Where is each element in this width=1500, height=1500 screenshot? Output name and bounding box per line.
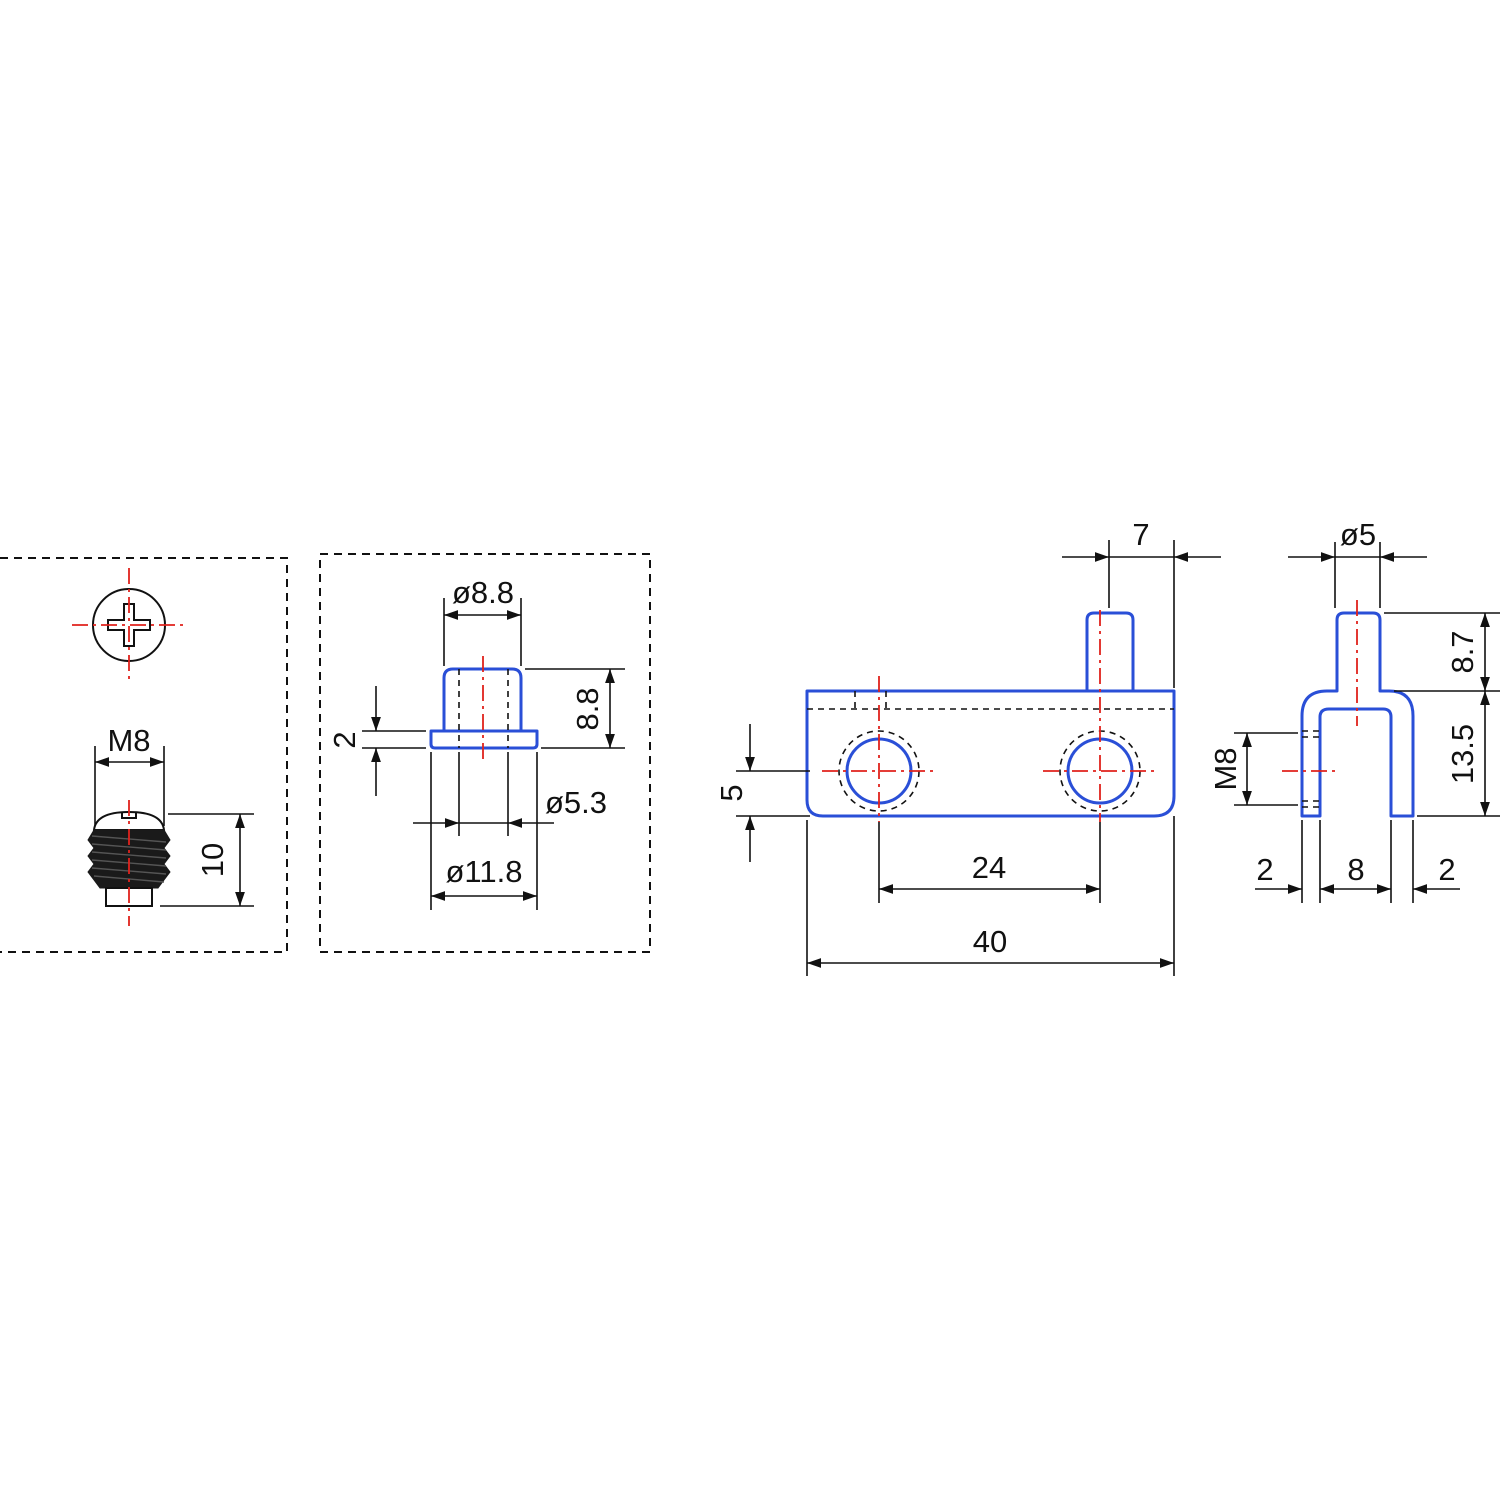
wall-left-label: 2 [1256,852,1273,887]
side-body [1282,600,1415,818]
bushing-panel-frame [319,553,651,953]
pin-height-label: 8.7 [1445,630,1480,673]
bracket-front-view: 7 5 24 40 [714,517,1221,976]
pin-offset-label: 7 [1132,517,1149,552]
hole-spacing-label: 24 [972,850,1006,885]
screw-side-view: M8 10 [87,723,254,926]
bushing-height-label: 8.8 [570,687,605,730]
body-height-label: 13.5 [1445,724,1480,784]
screw-head-top-view [72,568,186,682]
bushing-section-view [429,656,539,764]
bushing-detail-panel: ø8.8 8.8 2 ø5.3 ø11.8 [319,553,651,953]
bracket-body [805,610,1176,822]
phillips-cross-icon [107,603,151,647]
side-thread-label: M8 [1208,747,1243,790]
bushing-bore-diameter: ø5.3 [545,785,607,820]
bushing-flange-thickness: 2 [327,731,362,748]
pin-diameter-label: ø5 [1340,517,1376,552]
slot-width-label: 8 [1347,852,1364,887]
overall-length-label: 40 [973,924,1007,959]
screw-detail-panel: M8 10 [0,557,288,953]
wall-right-label: 2 [1438,852,1455,887]
bushing-flange-diameter: ø11.8 [446,854,523,889]
bushing-inner-top-diameter: ø8.8 [452,575,514,610]
plate-height-label: 5 [714,784,749,801]
screw-panel-frame [0,557,288,953]
screw-length-label: 10 [195,843,230,877]
screw-thread-label: M8 [107,723,150,758]
bracket-side-view: ø5 8.7 13.5 M8 2 8 2 [1208,517,1500,903]
